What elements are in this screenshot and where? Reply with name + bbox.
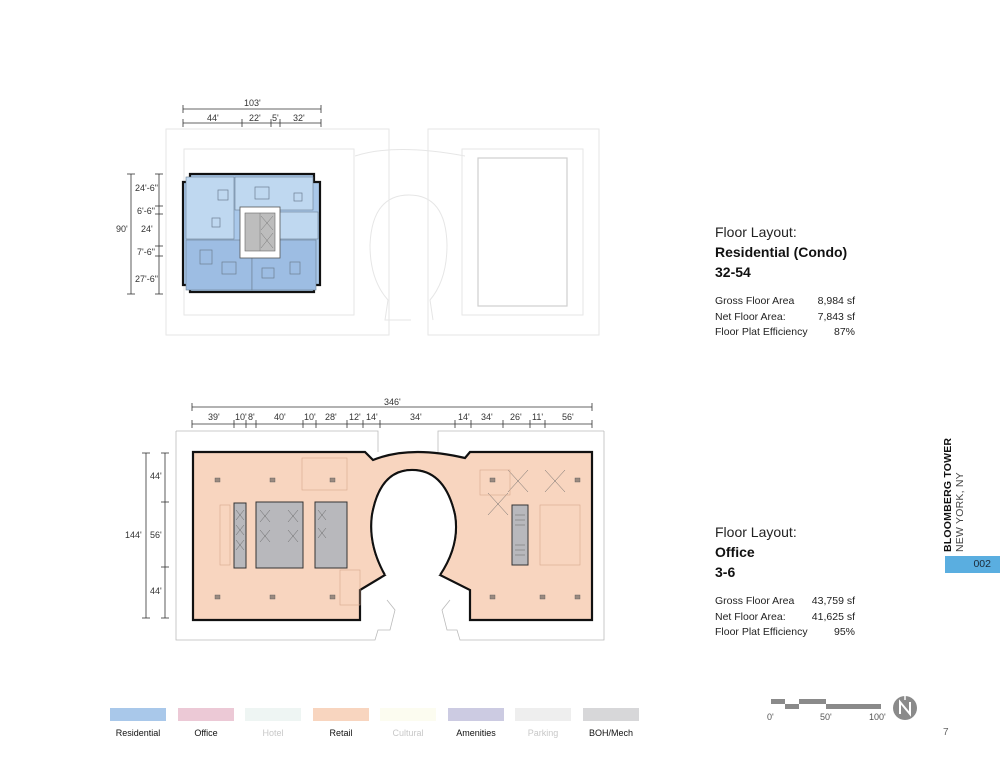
office-width-seg: 8' [248, 412, 255, 422]
legend-swatch [380, 708, 436, 721]
office-depth-seg: 56' [150, 530, 162, 540]
floor-range: 32-54 [715, 264, 751, 280]
stat-value: 7,843 sf [817, 310, 855, 323]
legend-label: Cultural [392, 728, 424, 738]
residential-width-seg: 32' [293, 113, 305, 123]
office-width-seg: 14' [458, 412, 470, 422]
legend-item-parking: Parking [515, 708, 571, 738]
scale-label-0: 0' [767, 712, 774, 722]
residential-overall-depth: 90' [116, 224, 128, 234]
residential-floor-plate [181, 172, 322, 294]
legend-label: Hotel [262, 728, 284, 738]
office-dimension-lines [142, 403, 593, 619]
legend-swatch [448, 708, 504, 721]
legend-item-hotel: Hotel [245, 708, 301, 738]
office-depth-seg: 44' [150, 471, 162, 481]
legend-label: Office [194, 728, 218, 738]
use-type: Office [715, 544, 755, 560]
legend-swatch [313, 708, 369, 721]
residential-overall-width: 103' [244, 98, 261, 108]
legend-swatch [178, 708, 234, 721]
legend-label: Parking [527, 728, 559, 738]
floor-layout-label: Floor Layout: [715, 524, 797, 540]
office-width-seg: 34' [481, 412, 493, 422]
office-width-seg: 34' [410, 412, 422, 422]
residential-width-seg: 44' [207, 113, 219, 123]
residential-width-seg: 22' [249, 113, 261, 123]
scale-label-100: 100' [869, 712, 886, 722]
office-width-seg: 14' [366, 412, 378, 422]
legend-item-retail: Retail [313, 708, 369, 738]
office-width-seg: 26' [510, 412, 522, 422]
legend-label: Retail [329, 728, 353, 738]
residential-depth-seg: 27'-6" [135, 274, 158, 284]
legend-swatch [110, 708, 166, 721]
office-floor-plate [175, 430, 605, 641]
residential-dimension-lines [127, 105, 322, 295]
residential-site-outline [165, 128, 600, 336]
legend-item-residential: Residential [110, 708, 166, 738]
residential-depth-seg: 24'-6" [135, 183, 158, 193]
stat-label: Gross Floor Area [715, 295, 795, 307]
legend-swatch [515, 708, 571, 721]
residential-plan: 103' 44' 22' 5' 32' 90' 24'-6" 6'-6" 24'… [0, 0, 855, 360]
residential-depth-seg: 24' [141, 224, 153, 234]
office-width-seg: 40' [274, 412, 286, 422]
legend-swatch [245, 708, 301, 721]
office-width-seg: 11' [532, 412, 544, 422]
office-width-seg: 28' [325, 412, 337, 422]
section-tab: 002 [945, 556, 1000, 573]
page-number: 7 [943, 727, 949, 738]
legend-item-boh-mech: BOH/Mech [583, 708, 639, 738]
office-depth-seg: 44' [150, 586, 162, 596]
legend-label: BOH/Mech [588, 728, 633, 738]
stat-row: Floor Plat Efficiency 95% [715, 625, 855, 641]
stat-label: Floor Plat Efficiency [715, 326, 808, 338]
office-info: Floor Layout: Office 3-6 Gross Floor Are… [715, 522, 855, 641]
stat-value: 41,625 sf [811, 610, 855, 623]
stat-value: 87% [833, 326, 855, 338]
office-width-seg: 39' [208, 412, 220, 422]
legend-label: Amenities [456, 728, 496, 738]
legend-item-cultural: Cultural [380, 708, 436, 738]
residential-depth-seg: 7'-6" [137, 247, 155, 257]
office-width-seg: 10' [304, 412, 316, 422]
stat-label: Floor Plat Efficiency [715, 626, 808, 638]
stat-row: Gross Floor Area 8,984 sf [715, 294, 855, 310]
stat-row: Gross Floor Area 43,759 sf [715, 594, 855, 610]
stat-label: Net Floor Area: [715, 310, 786, 323]
scale-label-50: 50' [820, 712, 832, 722]
stat-row: Floor Plat Efficiency 87% [715, 325, 855, 341]
stat-label: Gross Floor Area [715, 595, 795, 607]
office-overall-depth: 144' [125, 530, 142, 540]
residential-depth-seg: 6'-6" [137, 206, 155, 216]
floor-layout-label: Floor Layout: [715, 224, 797, 240]
legend-swatch [583, 708, 639, 721]
stat-value: 8,984 sf [817, 295, 855, 307]
stat-row: Net Floor Area: 41,625 sf [715, 610, 855, 626]
stat-row: Net Floor Area: 7,843 sf [715, 310, 855, 326]
office-width-seg: 56' [562, 412, 574, 422]
office-overall-width: 346' [384, 397, 401, 407]
legend-item-office: Office [178, 708, 234, 738]
stat-value: 43,759 sf [811, 595, 855, 607]
office-width-seg: 12' [349, 412, 361, 422]
residential-width-seg: 5' [272, 113, 279, 123]
floor-range: 3-6 [715, 564, 736, 580]
stat-value: 95% [833, 626, 855, 638]
office-plan: 346' 39' 10' 8' 40' 10' 28' 12' 14' 34' … [125, 397, 855, 641]
residential-info: Floor Layout: Residential (Condo) 32-54 … [715, 222, 855, 341]
office-width-seg: 10' [235, 412, 247, 422]
use-type: Residential (Condo) [715, 244, 848, 260]
legend-item-amenities: Amenities [448, 708, 504, 738]
stat-label: Net Floor Area: [715, 610, 786, 623]
legend-label: Residential [115, 728, 161, 738]
